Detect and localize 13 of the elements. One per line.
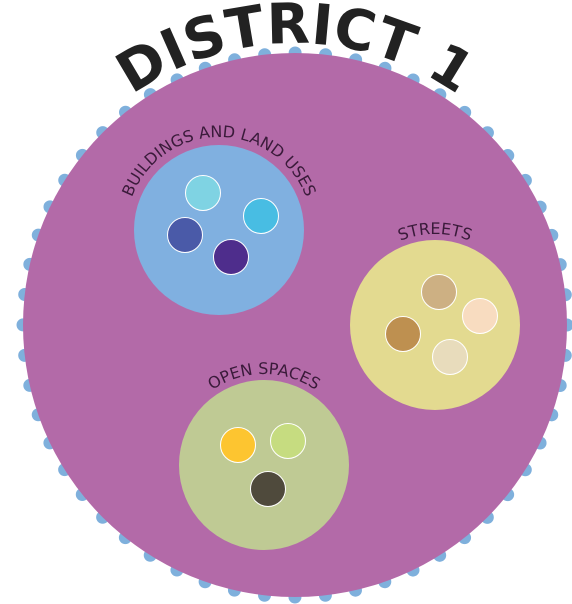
- dot-circle: [421, 274, 457, 310]
- dot-circle: [243, 198, 279, 234]
- district-title: DISTRICT 1: [106, 0, 485, 106]
- dot-circle: [462, 298, 498, 334]
- dot-circle: [385, 316, 421, 352]
- dot-circle: [220, 427, 256, 463]
- dot-circle: [270, 423, 306, 459]
- dot-circle: [167, 217, 203, 253]
- area-label: STREETS: [395, 218, 475, 245]
- dot-circle: [432, 339, 468, 375]
- dot-circle: [250, 471, 286, 507]
- area-label: OPEN SPACES: [204, 358, 324, 394]
- dot-circle: [213, 239, 249, 275]
